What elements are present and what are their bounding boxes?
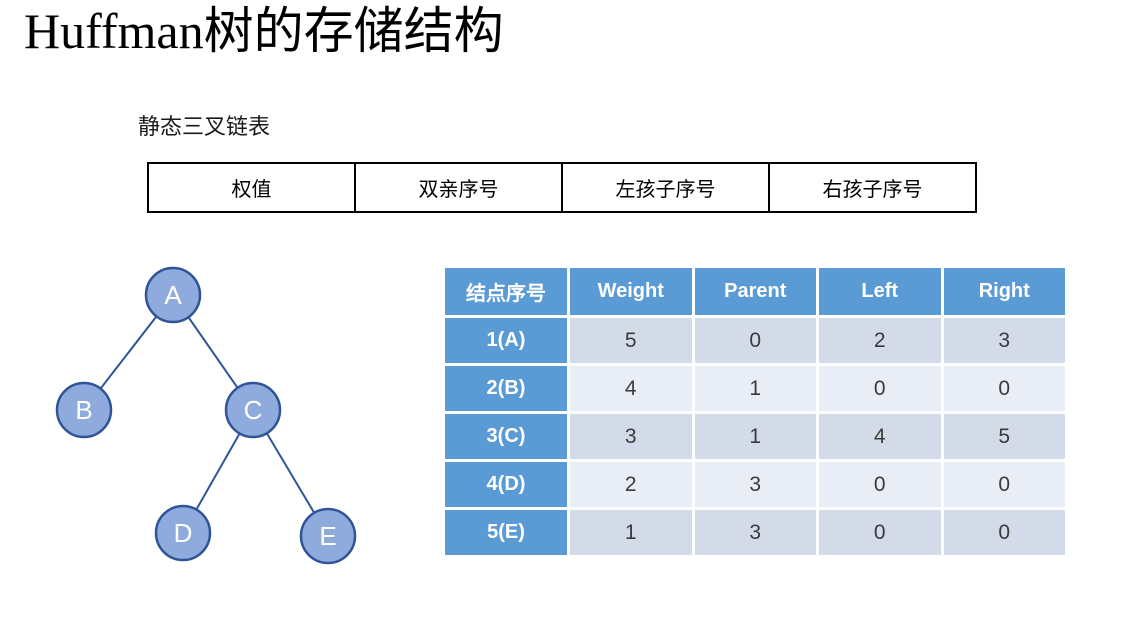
table-cell: 0 xyxy=(943,510,1065,555)
row-header: 1(A) xyxy=(445,318,567,363)
table-cell: 3 xyxy=(694,510,816,555)
table-cell: 5 xyxy=(943,414,1065,459)
storage-table: 结点序号 Weight Parent Left Right 1(A) 5 0 2… xyxy=(445,268,1065,555)
table-cell: 4 xyxy=(819,414,941,459)
row-header: 2(B) xyxy=(445,366,567,411)
tree-node-a xyxy=(144,266,202,324)
field-cell-weight: 权值 xyxy=(149,164,356,211)
table-cell: 4 xyxy=(570,366,692,411)
row-header: 5(E) xyxy=(445,510,567,555)
table-cell: 3 xyxy=(570,414,692,459)
column-header-right: Right xyxy=(943,268,1065,315)
table-cell: 3 xyxy=(943,318,1065,363)
tree-node-b-label: B xyxy=(75,395,92,425)
table-cell: 2 xyxy=(570,462,692,507)
field-header-table: 权值 双亲序号 左孩子序号 右孩子序号 xyxy=(147,162,977,213)
column-header-node-index: 结点序号 xyxy=(445,268,567,315)
tree-node-c-label: C xyxy=(244,395,263,425)
table-cell: 0 xyxy=(819,366,941,411)
table-cell: 1 xyxy=(570,510,692,555)
field-cell-left-child-index: 左孩子序号 xyxy=(563,164,770,211)
tree-node-e-label: E xyxy=(319,521,336,551)
table-cell: 0 xyxy=(943,366,1065,411)
field-cell-right-child-index: 右孩子序号 xyxy=(822,179,923,201)
tree-node-a-label: A xyxy=(164,280,182,310)
row-header: 4(D) xyxy=(445,462,567,507)
table-cell: 0 xyxy=(694,318,816,363)
table-cell: 2 xyxy=(819,318,941,363)
column-header-parent: Parent xyxy=(694,268,816,315)
tree-node-b xyxy=(55,381,113,439)
table-cell: 3 xyxy=(694,462,816,507)
column-header-weight: Weight xyxy=(570,268,692,315)
row-header: 3(C) xyxy=(445,414,567,459)
tree-node-c xyxy=(224,381,282,439)
subtitle-label: 静态三叉链表 xyxy=(138,114,271,139)
table-cell: 0 xyxy=(819,462,941,507)
column-header-left: Left xyxy=(819,268,941,315)
page-title: Huffman树的存储结构 xyxy=(24,3,504,59)
table-cell: 0 xyxy=(819,510,941,555)
table-cell: 1 xyxy=(694,414,816,459)
table-cell: 5 xyxy=(570,318,692,363)
table-cell: 1 xyxy=(694,366,816,411)
tree-node-e xyxy=(299,507,357,565)
table-cell: 0 xyxy=(943,462,1065,507)
huffman-tree-diagram: A B C D E xyxy=(55,266,357,565)
tree-node-d-label: D xyxy=(174,518,193,548)
field-cell-parent-index: 双亲序号 xyxy=(356,164,563,211)
tree-node-d xyxy=(154,504,212,562)
